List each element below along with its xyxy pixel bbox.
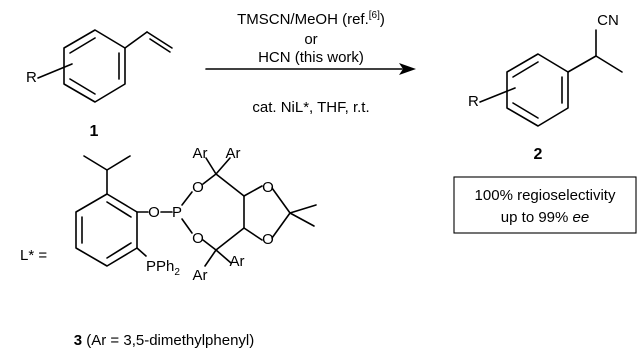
ligand-label: L* = [20,247,47,264]
acetonide-methyl-bond [289,212,315,227]
aryl-substituent-bond [215,249,232,264]
atom-oxygen-dioxolane-top: O [262,179,274,196]
ligand-aryl-ring [75,193,138,267]
phosphite-p-o-bond [181,218,193,234]
result-regioselectivity: 100% regioselectivity [475,187,616,204]
dioxolane-bond [271,187,291,214]
ring-to-methine-bond [567,55,597,73]
dioxolane-bond [271,212,291,239]
phosphine-bond [136,247,147,257]
aryl-label-top-right: Ar [226,145,241,162]
isopropyl-methyl-bond [83,155,108,171]
condition-line-catalyst: cat. NiL*, THF, r.t. [252,99,369,116]
atom-oxygen-ring-top: O [192,179,204,196]
condition-reference: [6] [369,10,380,21]
ring-c-c-bond [215,173,245,197]
phosphine-subscript: 2 [174,267,180,278]
condition-line-hcn: HCN (this work) [258,49,364,66]
result-ee-italic: ee [573,209,590,226]
atom-phosphorus: P [172,204,182,221]
ring-c-c-bond [215,227,245,251]
aryl-label-bottom-left: Ar [193,267,208,284]
compound-1-structure [37,29,173,103]
phosphine-main: PPh [146,258,174,275]
aromatic-bond [69,37,96,54]
compound-2-number: 2 [534,146,543,163]
isopropyl-methyl-bond [106,155,131,171]
product-substituent: R [468,93,479,110]
dioxolane-bond [243,185,263,197]
result-ee: up to 99% ee [501,209,589,226]
acetonide-methyl-bond [289,204,317,214]
vinyl-single-bond [124,31,148,49]
ligand-caption: 3 (Ar = 3,5-dimethylphenyl) [74,332,255,349]
benzene-ring-2 [506,53,569,127]
substituent-bond [479,87,516,103]
aromatic-bond [512,61,539,78]
condition-line-1: TMSCN/MeOH (ref.[6]) [237,10,385,28]
atom-oxygen-dioxolane-bottom: O [262,231,274,248]
result-ee-prefix: up to 99% [501,209,573,226]
aryl-label-top-left: Ar [193,145,208,162]
aryl-substituent-bond [205,157,217,175]
aromatic-bond [69,78,96,95]
ligand-caption-text: (Ar = 3,5-dimethylphenyl) [82,332,254,349]
condition-close-paren: ) [380,11,385,28]
dioxolane-bond [243,227,263,241]
phosphite-p-o-bond [181,191,193,206]
compound-3-number: 3 [74,332,82,349]
substituent-bond [37,63,73,79]
aryl-substituent-bond [204,249,217,267]
phosphine-label: PPh2 [146,258,180,278]
compound-1-number: 1 [90,123,99,140]
aromatic-bond [106,242,132,259]
ligand-structure [75,155,317,267]
result-box [453,176,637,234]
condition-reagent: TMSCN/MeOH (ref. [237,11,369,28]
phosphite-o-c-bond [202,239,217,251]
compound-2-structure [479,29,623,127]
methyl-bond [595,55,623,73]
aryl-label-bottom-right: Ar [230,253,245,270]
condition-line-or: or [304,31,317,48]
nitrile-group: CN [597,12,619,29]
reaction-arrow-head [399,63,416,75]
vinyl-double-bond [149,38,171,53]
aromatic-bond [512,102,539,119]
atom-oxygen-aryl: O [148,204,160,221]
phosphite-o-c-bond [202,173,217,185]
atom-oxygen-ring-bottom: O [192,230,204,247]
vinyl-double-bond [146,31,173,49]
benzene-ring-1 [63,29,126,103]
aromatic-bond [106,201,132,218]
aryl-substituent-bond [215,157,231,175]
substrate-substituent: R [26,69,37,86]
